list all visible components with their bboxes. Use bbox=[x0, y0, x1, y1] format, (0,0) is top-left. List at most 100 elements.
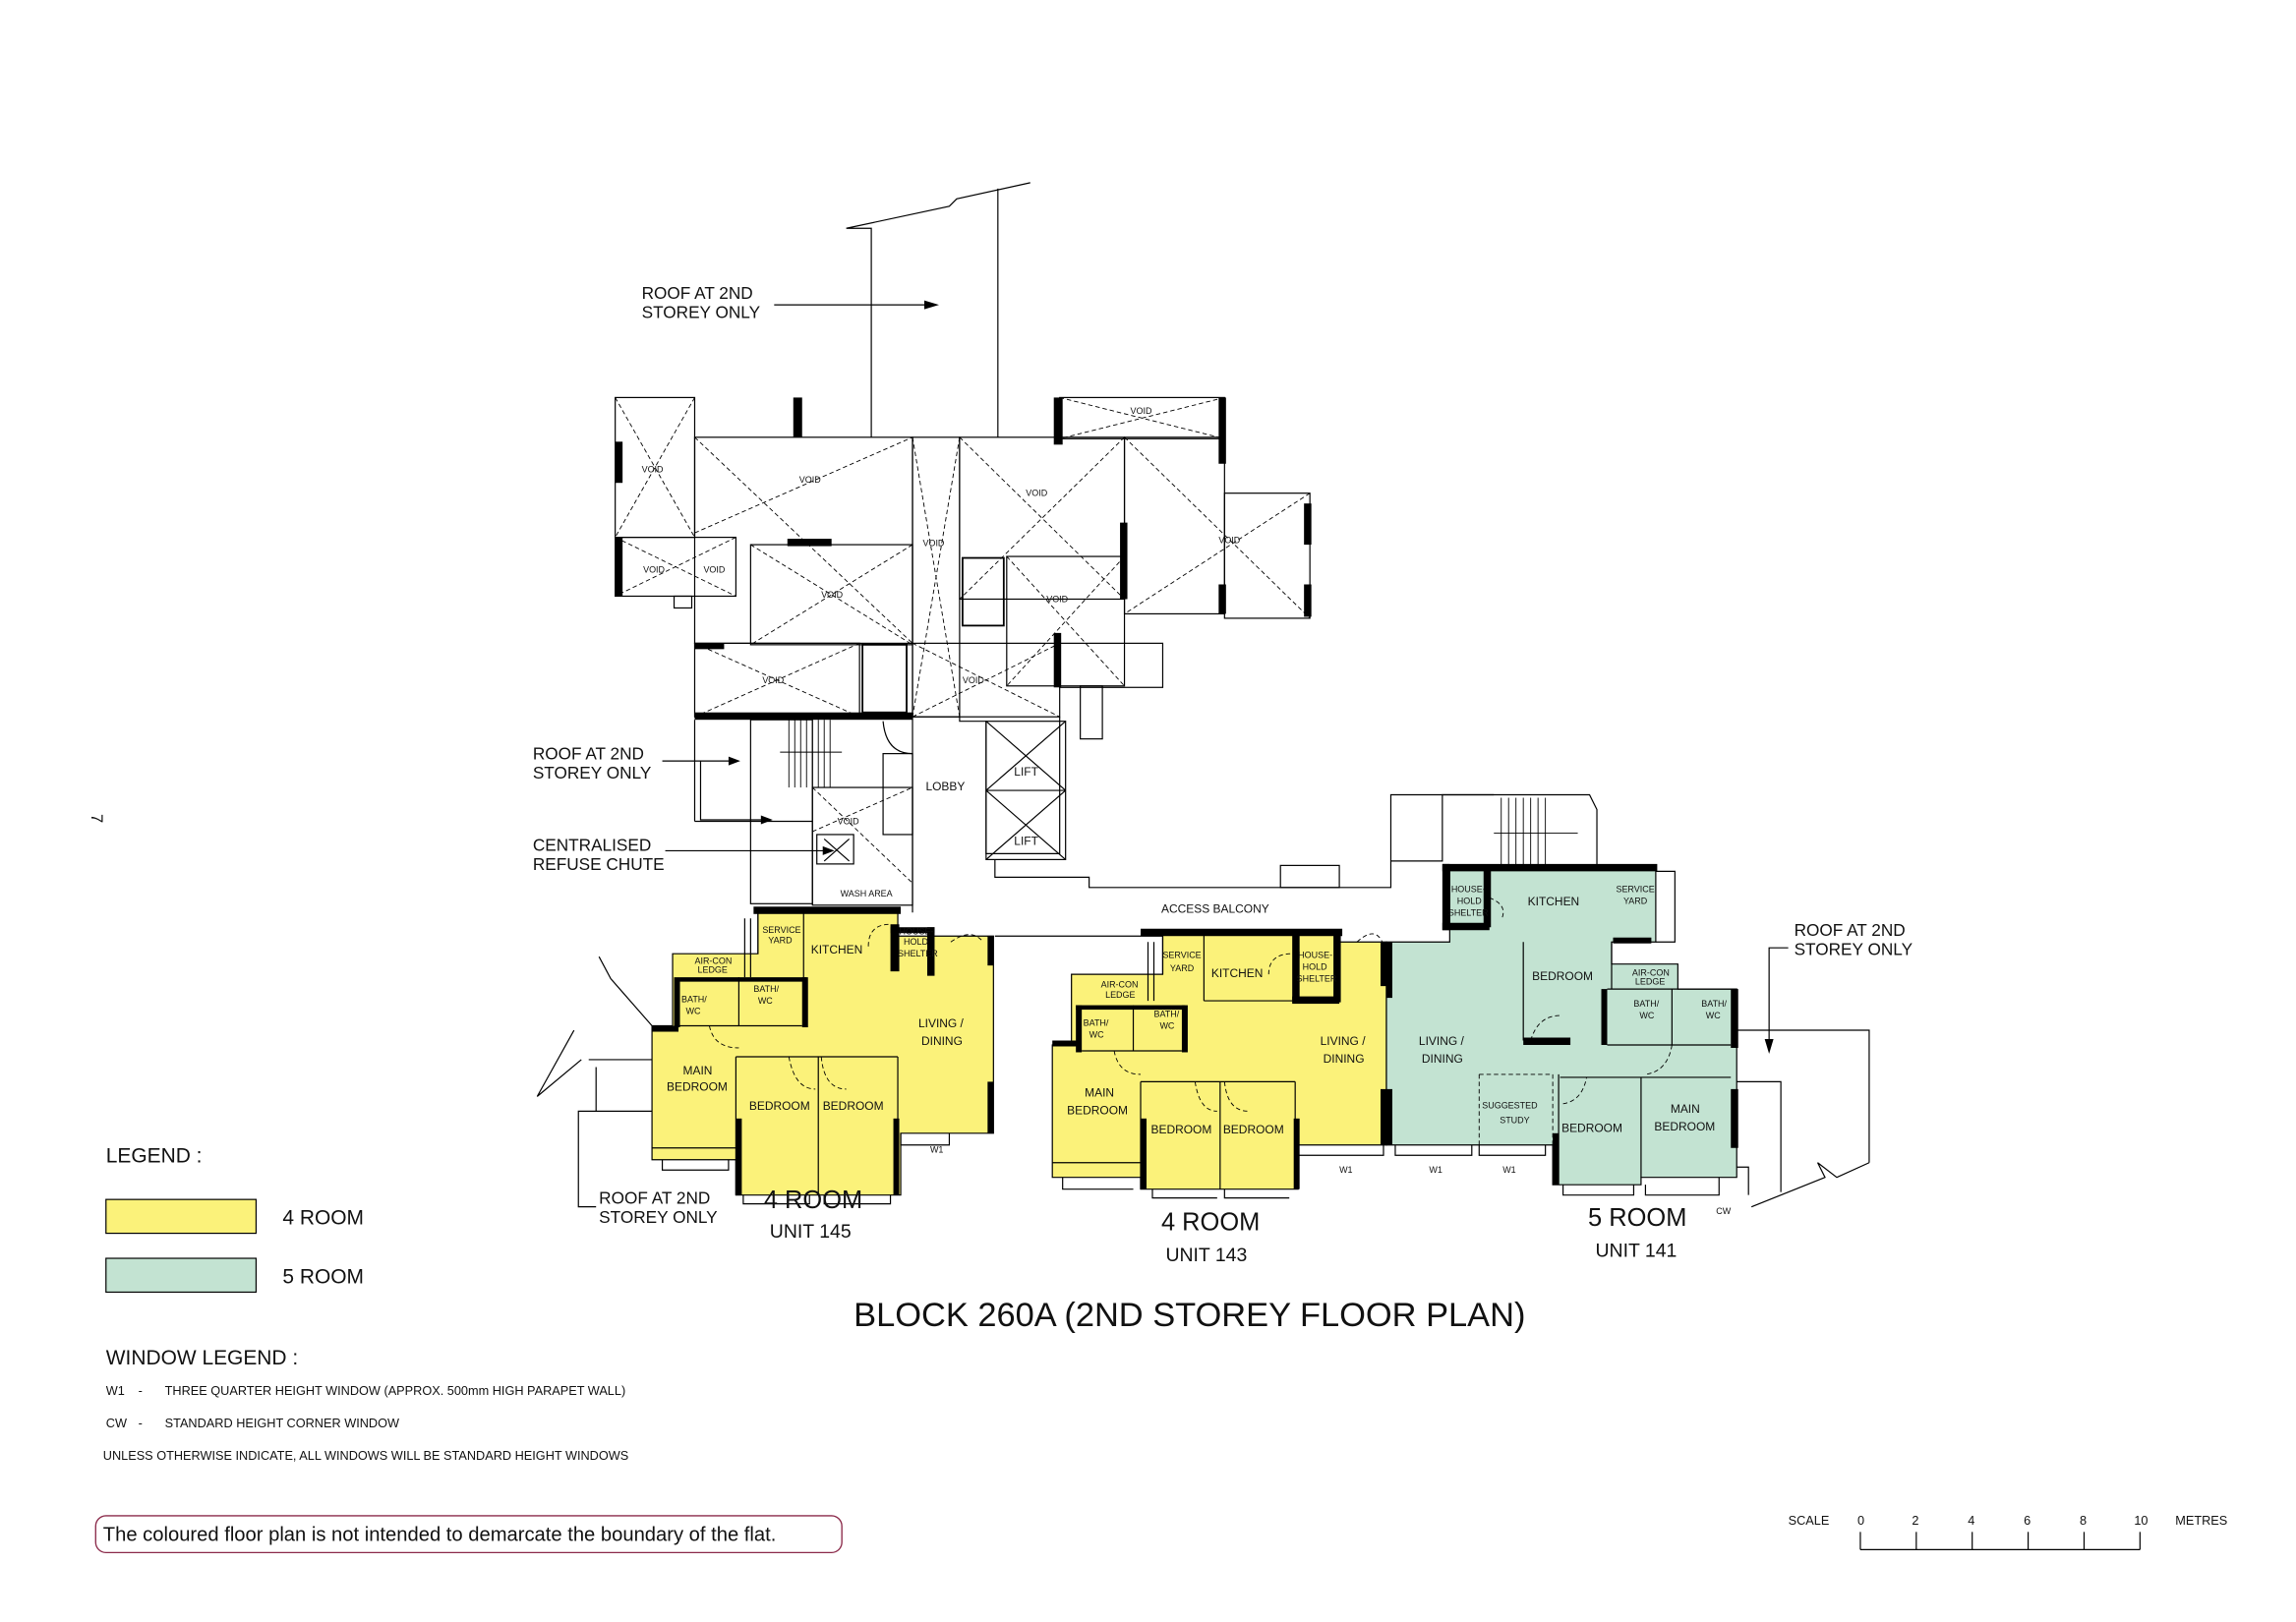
room-label: LIVING / bbox=[918, 1016, 965, 1030]
room-label: LIVING / bbox=[1321, 1034, 1367, 1048]
room-label: HOUSE- bbox=[1298, 951, 1332, 960]
room-label: BEDROOM bbox=[823, 1099, 884, 1113]
room-label: SUGGESTED bbox=[1482, 1100, 1538, 1110]
room-label: YARD bbox=[768, 936, 793, 946]
room-label: AIR-CON bbox=[1632, 968, 1670, 978]
unit-number: UNIT 143 bbox=[1165, 1245, 1247, 1266]
void-label: VOID bbox=[643, 565, 665, 575]
window-legend-note: UNLESS OTHERWISE INDICATE, ALL WINDOWS W… bbox=[103, 1448, 629, 1463]
void-areas bbox=[615, 396, 1311, 740]
room-label: BEDROOM bbox=[1067, 1103, 1128, 1117]
room-label: AIR-CON bbox=[1101, 980, 1139, 990]
room-label: BEDROOM bbox=[667, 1079, 728, 1093]
arrow-icon bbox=[665, 845, 835, 855]
window-label: W1 bbox=[1502, 1165, 1515, 1175]
legend-swatch-5-room bbox=[105, 1257, 258, 1294]
room-label: SHELTER bbox=[1297, 974, 1337, 984]
room-label: DINING bbox=[921, 1034, 963, 1048]
room-label: BATH/ bbox=[1084, 1018, 1109, 1028]
room-label: HOLD bbox=[1457, 896, 1482, 905]
window-legend-code: CW bbox=[106, 1416, 127, 1430]
room-label: SERVICE bbox=[1162, 951, 1201, 960]
room-label: SERVICE bbox=[1616, 884, 1654, 894]
scale-bar: SCALE 0 2 4 6 8 10 METRES bbox=[1789, 1513, 2227, 1550]
legend-label-5-room: 5 ROOM bbox=[282, 1265, 364, 1288]
plan-title: BLOCK 260A (2ND STOREY FLOOR PLAN) bbox=[854, 1297, 1525, 1334]
void-label: VOID bbox=[922, 539, 944, 549]
window-legend-desc: THREE QUARTER HEIGHT WINDOW (APPROX. 500… bbox=[165, 1383, 626, 1398]
refuse-chute-annotation-line2: REFUSE CHUTE bbox=[533, 854, 665, 874]
scale-tick-label: 4 bbox=[1968, 1513, 1974, 1528]
room-label: WC bbox=[1639, 1011, 1654, 1020]
room-label: WC bbox=[1089, 1030, 1104, 1040]
access-balcony-label: ACCESS BALCONY bbox=[1161, 901, 1269, 915]
unit-type: 5 ROOM bbox=[1588, 1204, 1686, 1232]
room-label: BEDROOM bbox=[1150, 1123, 1211, 1136]
void-label: VOID bbox=[1026, 489, 1047, 498]
unit-number: UNIT 141 bbox=[1596, 1241, 1678, 1262]
roof-outline-top bbox=[846, 182, 1030, 437]
room-label: YARD bbox=[1623, 896, 1648, 905]
room-label: DINING bbox=[1324, 1052, 1365, 1066]
core-stairs-lobby bbox=[693, 717, 1598, 937]
room-label: LIVING / bbox=[1419, 1034, 1465, 1048]
room-label: MAIN bbox=[1085, 1085, 1114, 1099]
void-label: VOID bbox=[642, 465, 664, 475]
legend-title: LEGEND : bbox=[106, 1145, 203, 1168]
room-label: WC bbox=[1706, 1011, 1721, 1020]
room-label: MAIN bbox=[1671, 1102, 1700, 1116]
void-label: VOID bbox=[821, 590, 843, 600]
window-legend-desc: STANDARD HEIGHT CORNER WINDOW bbox=[165, 1416, 399, 1430]
scale-tick-label: 6 bbox=[2024, 1513, 2031, 1528]
room-label: BEDROOM bbox=[1561, 1121, 1622, 1134]
room-label: YARD bbox=[1170, 963, 1195, 973]
room-label: HOLD bbox=[1303, 962, 1327, 972]
void-label: VOID bbox=[1218, 536, 1240, 546]
scale-label: SCALE bbox=[1789, 1513, 1830, 1528]
room-label: BEDROOM bbox=[749, 1099, 810, 1113]
room-label: HOUSE- bbox=[900, 927, 934, 937]
unit-143[interactable] bbox=[1051, 928, 1388, 1199]
unit-141[interactable] bbox=[1385, 863, 1870, 1208]
room-label: BATH/ bbox=[681, 995, 707, 1005]
window-label: W1 bbox=[1429, 1165, 1442, 1175]
walls-upper bbox=[615, 397, 1312, 721]
scale-unit: METRES bbox=[2175, 1513, 2227, 1528]
roof-annotation-top-line2: STOREY ONLY bbox=[642, 303, 761, 322]
room-label: KITCHEN bbox=[1528, 895, 1580, 908]
room-label: LEDGE bbox=[697, 965, 727, 975]
unit-type: 4 ROOM bbox=[1161, 1209, 1260, 1237]
void-label: VOID bbox=[799, 475, 821, 485]
room-label: WC bbox=[1159, 1021, 1174, 1031]
void-label: VOID bbox=[1131, 406, 1152, 416]
room-label: WC bbox=[686, 1007, 701, 1016]
arrow-icon bbox=[1764, 947, 1789, 1054]
room-label: KITCHEN bbox=[1211, 966, 1264, 980]
room-label: LEDGE bbox=[1635, 977, 1665, 987]
roof-annotation-bottom-line2: STOREY ONLY bbox=[599, 1207, 718, 1227]
scale-tick-label: 2 bbox=[1912, 1513, 1918, 1528]
room-label: BEDROOM bbox=[1223, 1123, 1284, 1136]
window-legend-code: W1 bbox=[106, 1383, 125, 1398]
window-legend-title: WINDOW LEGEND : bbox=[106, 1347, 298, 1369]
roof-annotation-right-line2: STOREY ONLY bbox=[1795, 940, 1913, 959]
room-label: LEDGE bbox=[1105, 990, 1135, 1000]
unit-145[interactable] bbox=[536, 906, 994, 1205]
disclaimer-box bbox=[94, 1515, 843, 1554]
room-label: SERVICE bbox=[762, 925, 800, 935]
room-label: AIR-CON bbox=[694, 956, 732, 966]
void-label: VOID bbox=[703, 565, 725, 575]
roof-annotation-left-line2: STOREY ONLY bbox=[533, 763, 652, 782]
staircase bbox=[780, 720, 843, 788]
roof-annotation-top-line1: ROOF AT 2ND bbox=[642, 283, 753, 303]
room-label: BATH/ bbox=[1153, 1010, 1179, 1019]
roof-annotation-bottom-line1: ROOF AT 2ND bbox=[599, 1188, 710, 1208]
scale-tick-label: 10 bbox=[2134, 1513, 2148, 1528]
page-number: 7 bbox=[88, 814, 105, 823]
roof-annotation-left-line1: ROOF AT 2ND bbox=[533, 744, 644, 764]
void-label: VOID bbox=[762, 675, 784, 685]
arrow-icon bbox=[662, 756, 773, 825]
scale-tick-label: 0 bbox=[1857, 1513, 1864, 1528]
legend-label-4-room: 4 ROOM bbox=[282, 1207, 364, 1230]
window-label: W1 bbox=[1339, 1165, 1352, 1175]
